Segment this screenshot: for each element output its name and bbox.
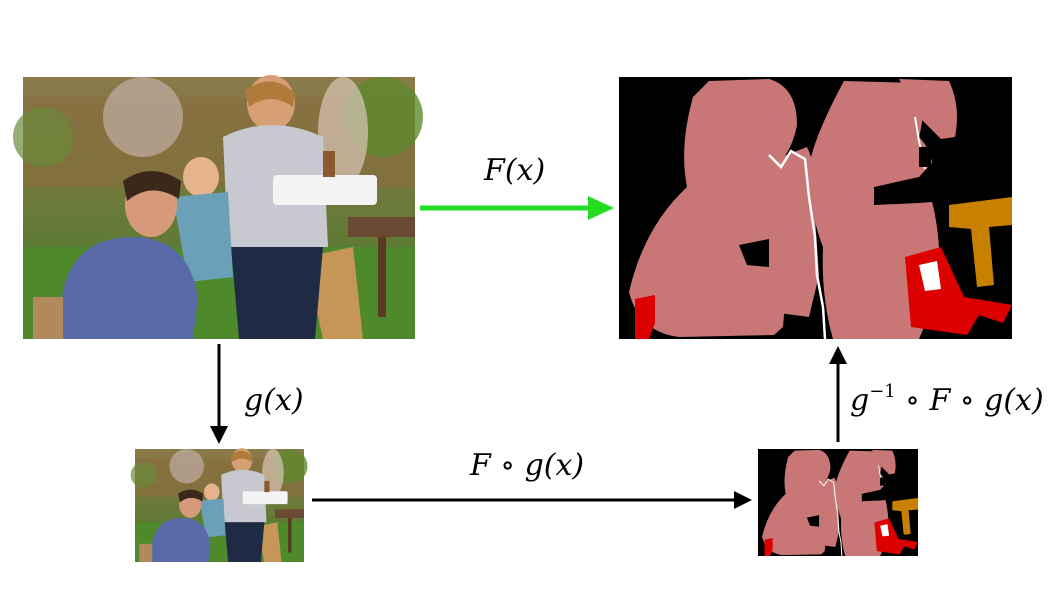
label-inverse-superscript: −1 — [869, 381, 896, 402]
downscale-arrow — [210, 344, 228, 444]
label-inverse-rest: ∘ F ∘ g(x) — [896, 383, 1044, 418]
label-g-x: g(x) — [244, 383, 304, 418]
segmentation-output-image — [617, 75, 1014, 341]
label-inverse-composition: g−1 ∘ F ∘ g(x) — [850, 381, 1044, 418]
upscale-arrow — [829, 346, 847, 442]
label-f-x: F(x) — [483, 153, 545, 188]
input-image — [13, 75, 423, 339]
downscaled-input-image — [130, 448, 308, 562]
small-forward-arrow — [312, 491, 752, 509]
downscaled-segmentation-image — [757, 448, 919, 557]
label-f-comp-g-x: F ∘ g(x) — [469, 448, 584, 483]
label-inverse-g: g — [850, 383, 869, 418]
forward-arrow-green — [420, 196, 614, 220]
